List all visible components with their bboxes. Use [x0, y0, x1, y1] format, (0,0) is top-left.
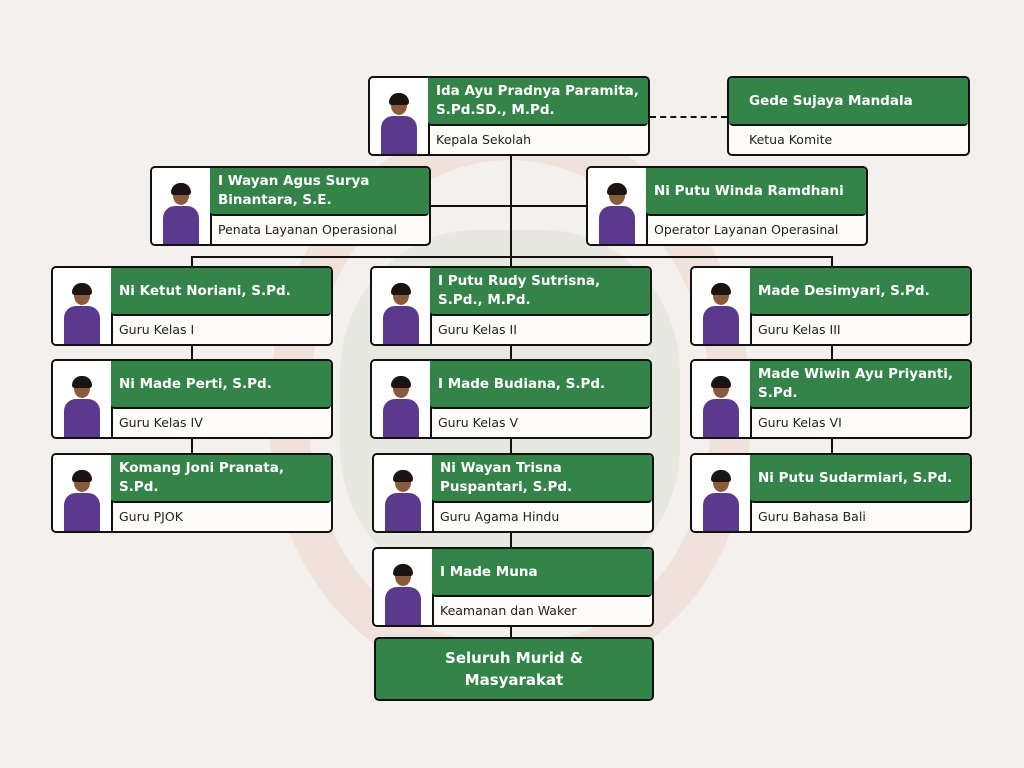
member-card: I Made Budiana, S.Pd. Guru Kelas V	[370, 359, 652, 439]
member-name: Gede Sujaya Mandala	[729, 78, 968, 126]
member-name: Ni Made Perti, S.Pd.	[111, 361, 331, 409]
member-name: I Wayan Agus Surya Binantara, S.E.	[210, 168, 429, 216]
member-role: Ketua Komite	[749, 131, 833, 147]
bottom-box: Seluruh Murid & Masyarakat	[374, 637, 654, 701]
member-photo	[53, 268, 113, 344]
member-role: Guru Kelas I	[119, 321, 195, 337]
person-icon	[62, 282, 102, 344]
member-photo	[374, 455, 434, 531]
member-name: Ni Ketut Noriani, S.Pd.	[111, 268, 331, 316]
member-name: Ni Putu Sudarmiari, S.Pd.	[750, 455, 970, 503]
member-name: I Made Muna	[432, 549, 652, 597]
person-icon	[597, 182, 637, 244]
member-photo	[372, 361, 432, 437]
member-card: Ni Wayan Trisna Puspantari, S.Pd. Guru Ag…	[372, 453, 654, 533]
member-card: I Putu Rudy Sutrisna, S.Pd., M.Pd. Guru K…	[370, 266, 652, 346]
member-photo	[53, 361, 113, 437]
member-name: Ni Putu Winda Ramdhani	[646, 168, 866, 216]
member-card: Ida Ayu Pradnya Paramita, S.Pd.SD., M.Pd…	[368, 76, 650, 156]
member-photo	[692, 268, 752, 344]
connector-line	[831, 256, 833, 266]
member-role: Operator Layanan Operasinal	[654, 221, 839, 237]
member-name: Ni Wayan Trisna Puspantari, S.Pd.	[432, 455, 652, 503]
member-name: I Made Budiana, S.Pd.	[430, 361, 650, 409]
person-icon	[379, 92, 419, 154]
member-card: I Wayan Agus Surya Binantara, S.E. Penata…	[150, 166, 431, 246]
member-card: Ni Made Perti, S.Pd. Guru Kelas IV	[51, 359, 333, 439]
member-role: Guru Kelas II	[438, 321, 517, 337]
member-card: Ni Putu Sudarmiari, S.Pd. Guru Bahasa Bal…	[690, 453, 972, 533]
member-card: Ni Ketut Noriani, S.Pd. Guru Kelas I	[51, 266, 333, 346]
person-icon	[701, 469, 741, 531]
member-name: Made Desimyari, S.Pd.	[750, 268, 970, 316]
person-icon	[62, 375, 102, 437]
member-card: Made Wiwin Ayu Priyanti, S.Pd. Guru Kelas…	[690, 359, 972, 439]
member-role: Guru Kelas III	[758, 321, 841, 337]
member-name: Made Wiwin Ayu Priyanti, S.Pd.	[750, 361, 970, 409]
person-icon	[62, 469, 102, 531]
dashed-connector	[650, 116, 727, 118]
connector-line	[191, 256, 193, 266]
member-role: Guru Kelas IV	[119, 414, 203, 430]
member-photo	[372, 268, 432, 344]
person-icon	[383, 469, 423, 531]
member-role: Guru PJOK	[119, 508, 183, 524]
member-role: Keamanan dan Waker	[440, 602, 577, 618]
member-role: Penata Layanan Operasional	[218, 221, 398, 237]
member-name: Komang Joni Pranata, S.Pd.	[111, 455, 331, 503]
person-icon	[383, 563, 423, 625]
person-icon	[701, 282, 741, 344]
member-photo	[692, 361, 752, 437]
member-photo	[588, 168, 648, 244]
member-photo	[53, 455, 113, 531]
connector-line	[430, 205, 586, 207]
member-role: Guru Agama Hindu	[440, 508, 560, 524]
person-icon	[381, 282, 421, 344]
person-icon	[701, 375, 741, 437]
person-icon	[381, 375, 421, 437]
member-role: Guru Bahasa Bali	[758, 508, 866, 524]
connector-line	[191, 256, 833, 258]
member-photo	[370, 78, 430, 154]
person-icon	[161, 182, 201, 244]
member-role: Kepala Sekolah	[436, 131, 532, 147]
member-card: Made Desimyari, S.Pd. Guru Kelas III	[690, 266, 972, 346]
member-photo	[152, 168, 212, 244]
member-role: Guru Kelas VI	[758, 414, 842, 430]
member-photo	[374, 549, 434, 625]
member-name: Ida Ayu Pradnya Paramita, S.Pd.SD., M.Pd…	[428, 78, 648, 126]
member-card: Komang Joni Pranata, S.Pd. Guru PJOK	[51, 453, 333, 533]
member-photo	[692, 455, 752, 531]
member-name: I Putu Rudy Sutrisna, S.Pd., M.Pd.	[430, 268, 650, 316]
member-role: Guru Kelas V	[438, 414, 519, 430]
